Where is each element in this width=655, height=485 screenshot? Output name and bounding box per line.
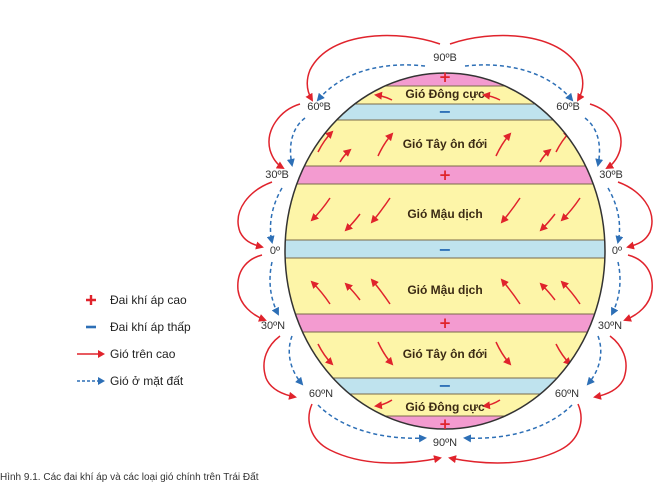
60s-low-belt xyxy=(285,378,605,394)
60n-low-belt xyxy=(285,104,605,120)
equator-low-belt xyxy=(285,240,605,258)
low-symbol-60s: − xyxy=(438,376,451,395)
zone-trade-winds-north: Gió Mậu dịch xyxy=(407,207,482,221)
label-60n-right: 60ºB xyxy=(556,101,580,113)
legend: Đai khí áp cao Đai khí áp thấp Gió trên … xyxy=(72,286,252,394)
30s-high-belt xyxy=(285,314,605,332)
low-symbol-equator: − xyxy=(438,240,451,259)
pressure-symbols: + − + − + − + xyxy=(438,68,451,433)
zone-westerlies-north: Gió Tây ôn đới xyxy=(403,137,488,151)
label-30s-left: 30ºN xyxy=(261,320,285,332)
zone-trade-winds-south: Gió Mậu dịch xyxy=(407,283,482,297)
label-60s-left: 60ºN xyxy=(309,388,333,400)
zone-polar-easterlies-north: Gió Đông cực xyxy=(405,87,485,101)
label-equator-right: 0º xyxy=(612,245,622,257)
dashed-arrow-icon xyxy=(72,376,110,386)
legend-item-surface-wind: Gió ở mặt đất xyxy=(72,367,252,394)
plus-icon xyxy=(72,294,110,306)
wind-zone-labels: Gió Đông cực Gió Tây ôn đới Gió Mậu dịch… xyxy=(403,87,488,414)
upper-wind-arrows xyxy=(237,34,653,464)
label-90s: 90ºN xyxy=(433,437,457,449)
legend-label-low-pressure: Đai khí áp thấp xyxy=(110,319,191,334)
legend-label-surface-wind: Gió ở mặt đất xyxy=(110,373,184,388)
legend-item-upper-wind: Gió trên cao xyxy=(72,340,252,367)
latitude-labels: 90ºB 60ºB 60ºB 30ºB 30ºB 0º 0º 30ºN 30ºN… xyxy=(261,52,623,449)
high-symbol-30n: + xyxy=(439,166,452,184)
label-30s-right: 30ºN xyxy=(598,320,622,332)
globe-outline xyxy=(284,72,606,430)
legend-label-upper-wind: Gió trên cao xyxy=(110,346,176,361)
high-symbol-north-pole: + xyxy=(439,68,452,86)
label-60s-right: 60ºN xyxy=(555,388,579,400)
low-symbol-60n: − xyxy=(438,102,451,121)
label-30n-left: 30ºB xyxy=(265,169,289,181)
legend-item-low-pressure: Đai khí áp thấp xyxy=(72,313,252,340)
high-symbol-south-pole: + xyxy=(439,415,452,433)
legend-item-high-pressure: Đai khí áp cao xyxy=(72,286,252,313)
zone-westerlies-south: Gió Tây ôn đới xyxy=(403,347,488,361)
label-equator-left: 0º xyxy=(270,245,280,257)
30n-high-belt xyxy=(285,166,605,184)
surface-wind-dashed-arrows xyxy=(266,64,624,443)
high-symbol-30s: + xyxy=(439,314,452,332)
zone-polar-easterlies-south: Gió Đông cực xyxy=(405,400,485,414)
label-30n-right: 30ºB xyxy=(599,169,623,181)
label-90n: 90ºB xyxy=(433,52,457,64)
legend-label-high-pressure: Đai khí áp cao xyxy=(110,292,187,307)
figure-caption: Hình 9.1. Các đai khí áp và các loại gió… xyxy=(0,472,259,483)
label-60n-left: 60ºB xyxy=(307,101,331,113)
minus-icon xyxy=(72,321,110,333)
solid-arrow-icon xyxy=(72,349,110,359)
